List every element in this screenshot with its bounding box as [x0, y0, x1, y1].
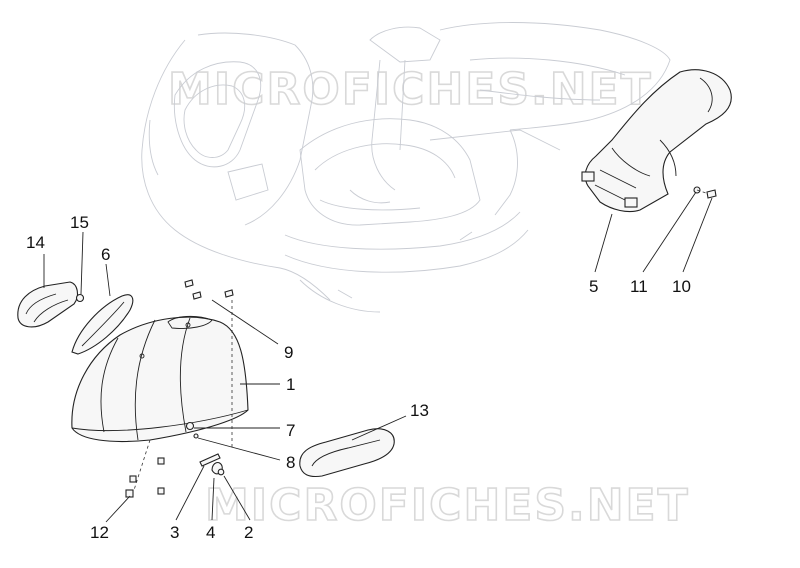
screw-9c: [224, 289, 234, 298]
callout-15: 15: [70, 213, 89, 232]
callout-8: 8: [286, 453, 295, 472]
watermark-top: MICROFICHES.NET: [168, 64, 653, 115]
callout-14: 14: [26, 233, 45, 252]
callout-9: 9: [284, 343, 293, 362]
scooter-body-ghost: [141, 22, 671, 313]
callout-3: 3: [170, 523, 179, 542]
screw-10: [706, 189, 717, 199]
callout-1: 1: [286, 375, 295, 394]
assembly-lines: [133, 189, 707, 491]
nut-15: [75, 293, 85, 303]
callout-10: 10: [672, 277, 691, 296]
nut-12d: [157, 457, 165, 465]
nut-2: [217, 468, 225, 476]
watermark-bottom: MICROFICHES.NET: [205, 480, 690, 531]
screw-9b: [192, 291, 202, 300]
callout-labels: 1 2 3 4 5 6 7 8 9 10 11 12 13 14 15: [26, 213, 691, 542]
leader-lines: [43, 191, 713, 523]
side-trim: [299, 428, 395, 478]
front-badge: [71, 294, 134, 355]
callout-12: 12: [90, 523, 109, 542]
nut-12a: [129, 475, 137, 483]
trim-piece: [17, 281, 79, 328]
screw-3: [199, 453, 221, 467]
front-mudguard: [71, 315, 249, 442]
callout-4: 4: [206, 523, 215, 542]
callout-11: 11: [630, 277, 648, 296]
rear-splash-guard: [581, 69, 732, 213]
callout-2: 2: [244, 523, 253, 542]
callout-5: 5: [589, 277, 598, 296]
callout-13: 13: [410, 401, 429, 420]
screw-9a: [184, 279, 194, 288]
callout-6: 6: [101, 245, 110, 264]
washer-8: [193, 433, 199, 439]
callout-7: 7: [286, 421, 295, 440]
nut-7: [185, 421, 195, 431]
nut-12c: [157, 487, 165, 495]
